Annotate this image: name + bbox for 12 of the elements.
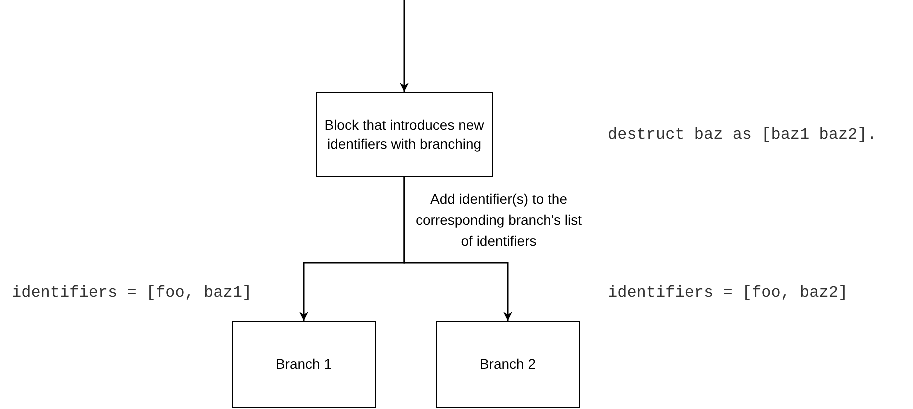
box-text: Branch 1 <box>276 355 332 374</box>
process-box <box>316 92 493 177</box>
process-box <box>232 321 376 408</box>
box-text: Block that introduces new identifiers with branching <box>324 116 486 154</box>
process-box <box>436 321 580 408</box>
box-text: Branch 2 <box>480 355 536 374</box>
code-text: identifiers = [foo, baz2] <box>608 283 850 303</box>
note-text: Add identifier(s) to the corresponding branch's list of identifiers <box>414 190 584 251</box>
code-text: identifiers = [foo, baz1] <box>12 283 254 303</box>
arrow <box>400 0 409 92</box>
arrow <box>404 177 512 321</box>
code-text: destruct baz as [baz1 baz2]. <box>608 125 878 145</box>
